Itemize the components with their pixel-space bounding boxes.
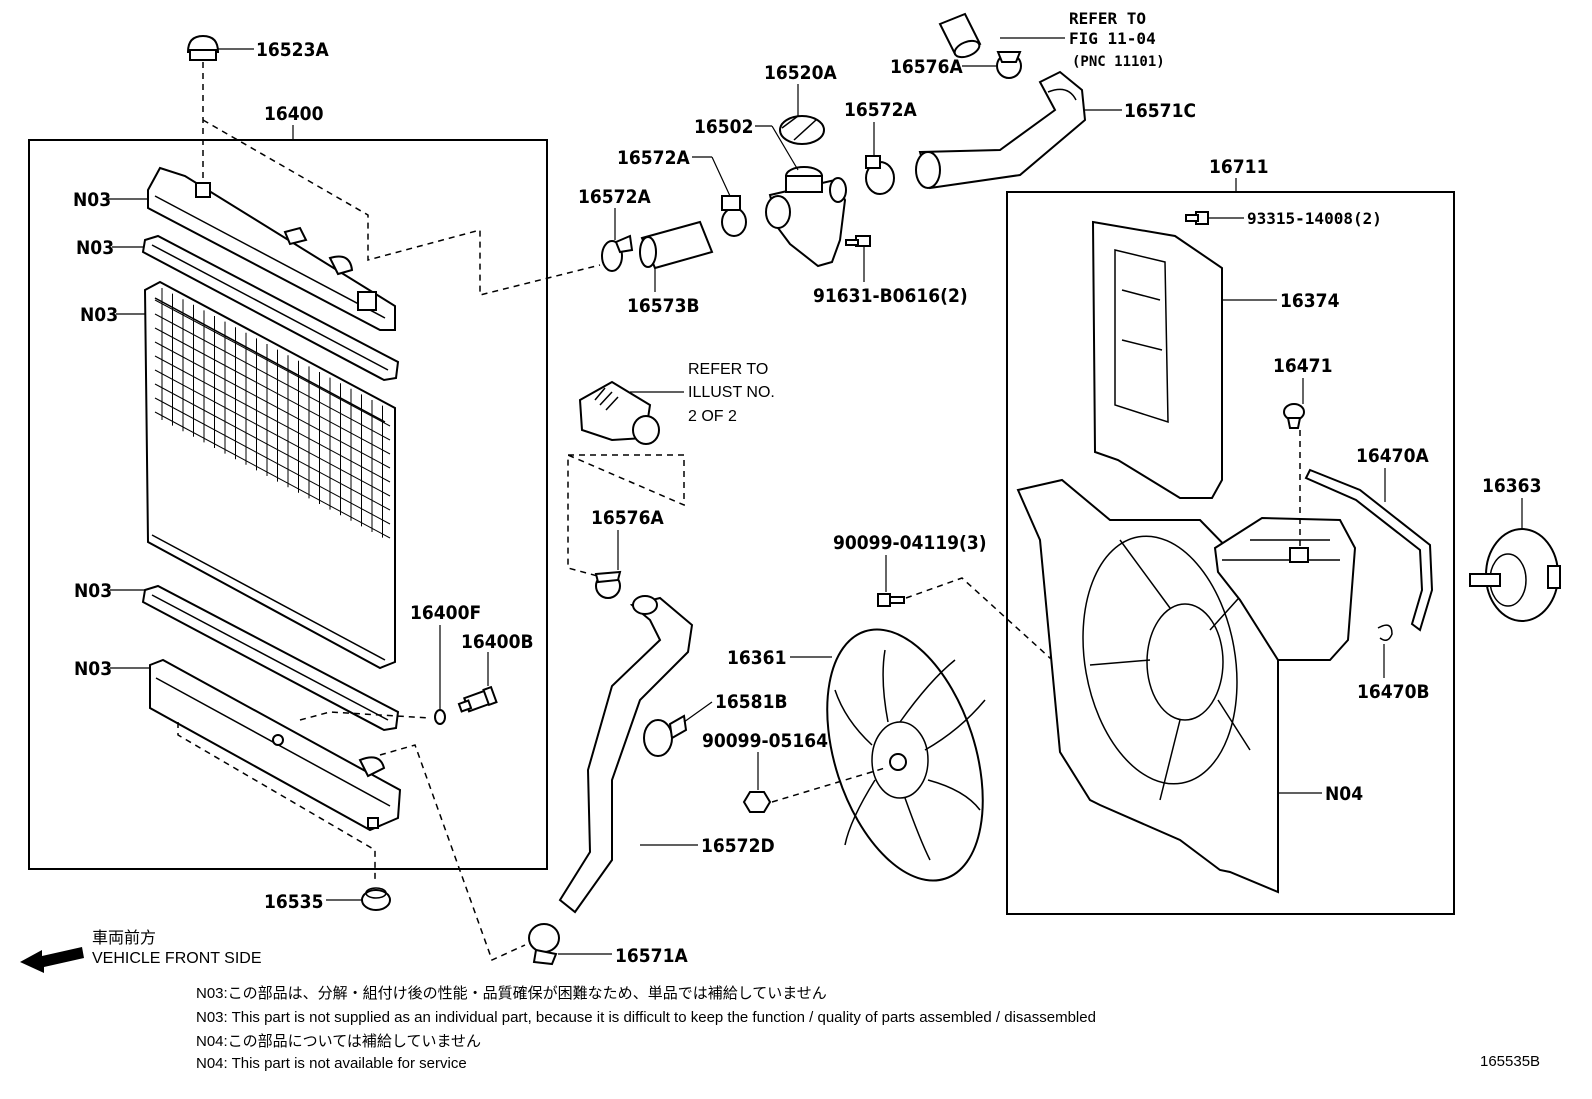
vehicle-front-label-jp: 車両前方 [92,929,156,947]
callout-16471[interactable]: 16471 [1273,355,1332,377]
filler-neck-16502-part [765,166,847,268]
fan-motor-16363-part [1469,528,1561,622]
vehicle-front-arrow-icon [20,947,84,973]
callout-16572A-left[interactable]: 16572A [578,186,651,208]
bolt-93315-part [1185,211,1209,225]
callout-16470B[interactable]: 16470B [1357,681,1430,703]
callout-16573B[interactable]: 16573B [627,295,700,317]
radiator-cap-16523A-part [186,34,220,61]
core-tube-line [154,397,391,525]
refer-illust-line3: 2 OF 2 [688,408,737,425]
radiator-assembly-frame [28,139,548,870]
callout-16572A-right[interactable]: 16572A [844,99,917,121]
callout-16502[interactable]: 16502 [694,116,753,138]
callout-16374[interactable]: 16374 [1280,290,1340,312]
core-tube-line [154,369,391,497]
callout-N03-upper-tank[interactable]: N03 [73,189,111,211]
radiator-core-part [143,280,396,670]
callout-16576A-lower[interactable]: 16576A [591,507,664,529]
callout-16363[interactable]: 16363 [1482,475,1541,497]
hose-clamp-16576A-lower-part [594,570,622,599]
upper-hose-16571C-part [915,70,1087,190]
oring-16400F-part [434,709,446,725]
callout-90099-05164[interactable]: 90099-05164 [702,730,828,752]
refer-illust-line1: REFER TO [688,361,768,378]
refer-fig-line3: (PNC 11101) [1072,54,1165,70]
note-n04-en: N04: This part is not available for serv… [196,1055,467,1072]
core-tube-line [154,383,391,511]
fan-16361-part [826,628,986,882]
clamp-16470B-part [1377,624,1393,641]
engine-outlet-pipe-part [938,12,982,59]
refer-fig-line2: FIG 11-04 [1069,29,1156,48]
callout-16400B[interactable]: 16400B [461,631,534,653]
core-tube-line [154,327,391,455]
callout-16571C[interactable]: 16571C [1124,100,1196,122]
reserve-tank-cap-16471-part [1283,403,1305,429]
nut-90099-05164-part [742,791,772,813]
callout-16535[interactable]: 16535 [264,891,323,913]
callout-16520A[interactable]: 16520A [764,62,837,84]
water-outlet-housing-part [578,380,660,445]
core-tube-line [154,313,391,441]
callout-16711[interactable]: 16711 [1209,156,1268,178]
callout-N03-core[interactable]: N03 [80,304,118,326]
core-tube-line [154,299,391,427]
core-tube-line [154,411,391,539]
fan-shroud-assembly-frame [1006,191,1455,915]
callout-16361[interactable]: 16361 [727,647,786,669]
callout-90099-04119[interactable]: 90099-04119(3) [833,532,987,554]
upper-hose-connection-line [202,119,601,296]
overflow-hose-16470A-part [1304,468,1434,632]
drain-cock-16400B-part [457,685,498,713]
hose-clamp-16576A-top-part [996,51,1022,79]
radiator-cap-16520A-part [779,115,825,145]
bolt-91631-part [845,235,871,247]
hose-clamp-16572A-left-part [601,234,634,272]
callout-16576A-top[interactable]: 16576A [890,56,963,78]
hose-clamp-16581B-part [643,714,688,757]
callout-16470A[interactable]: 16470A [1356,445,1429,467]
callout-N04[interactable]: N04 [1325,783,1363,805]
callout-16572D[interactable]: 16572D [701,835,775,857]
callout-16581B[interactable]: 16581B [715,691,788,713]
core-tube-line [154,355,391,483]
fan-shroud-N04-part [1016,478,1279,894]
note-n03-jp: N03:この部品は、分解・組付け後の性能・品質確保が困難なため、単品では補給して… [196,984,827,1002]
lower-hose-connection-line [379,744,526,962]
callout-N03-upper-gasket[interactable]: N03 [76,237,114,259]
lower-tank-part [149,658,402,832]
note-n03-en: N03: This part is not supplied as an ind… [196,1009,1096,1026]
callout-91631-B0616[interactable]: 91631-B0616(2) [813,285,968,307]
callout-16400F[interactable]: 16400F [410,602,481,624]
air-guide-16374-part [1091,220,1223,499]
bolt-90099-04119-part [877,593,905,607]
refer-fig-line1: REFER TO [1069,9,1146,28]
callout-N03-lower-tank[interactable]: N03 [74,658,112,680]
illustration-id: 165535B [1480,1053,1540,1070]
callout-16400[interactable]: 16400 [264,103,324,125]
upper-tank-part [147,166,396,331]
lower-hose-16572D-part [558,595,694,914]
core-tube-line [154,341,391,469]
callout-93315-14008[interactable]: 93315-14008(2) [1247,209,1382,228]
vehicle-front-label-en: VEHICLE FRONT SIDE [92,950,262,967]
hose-clamp-16571A-part [528,923,560,966]
callout-N03-lower-gasket[interactable]: N03 [74,580,112,602]
note-n04-jp: N04:この部品については補給していません [196,1033,481,1050]
hose-clamp-16572A-middle-part [721,195,747,237]
callout-16523A[interactable]: 16523A [256,39,329,61]
callout-16571A[interactable]: 16571A [615,945,688,967]
reserve-tank-part [1213,516,1357,661]
refer-illust-line2: ILLUST NO. [688,384,775,401]
hose-16573B-part [639,220,714,270]
callout-16572A-middle[interactable]: 16572A [617,147,690,169]
hose-clamp-16572A-right-part [865,155,895,195]
cushion-16535-part [361,887,391,911]
